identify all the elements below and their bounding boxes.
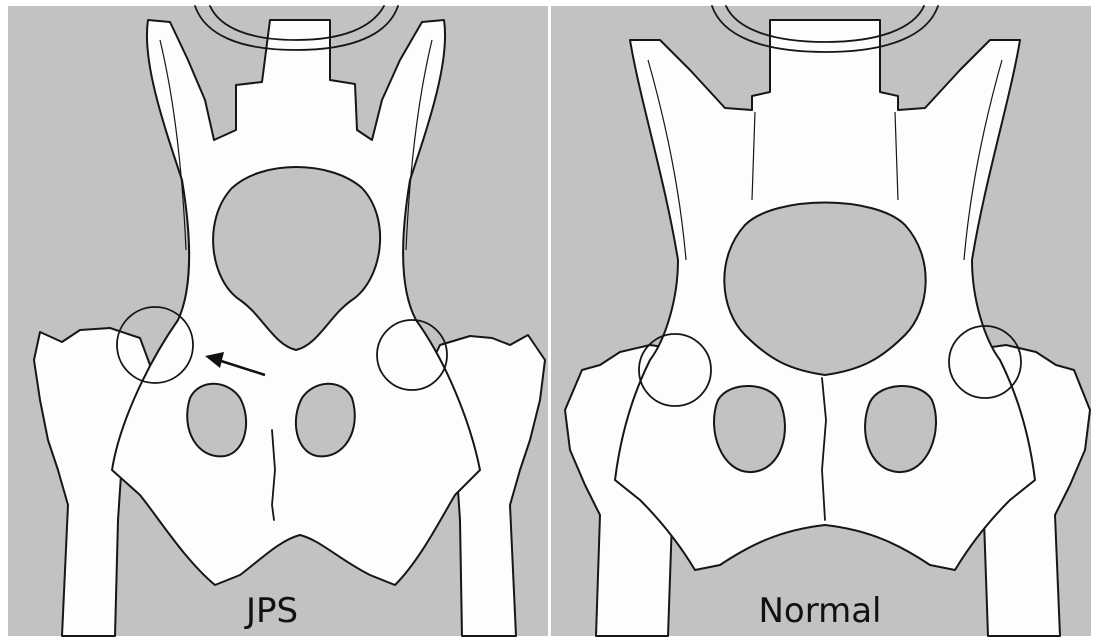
normal-panel: Normal xyxy=(551,6,1091,636)
normal-right-obturator-foramen xyxy=(865,386,936,472)
normal-left-obturator-foramen xyxy=(714,386,785,472)
jps-panel: JPS xyxy=(8,6,548,636)
normal-label: Normal xyxy=(758,591,881,631)
jps-label: JPS xyxy=(244,591,298,631)
jps-right-obturator-foramen xyxy=(296,384,355,457)
jps-left-obturator-foramen xyxy=(187,384,246,457)
